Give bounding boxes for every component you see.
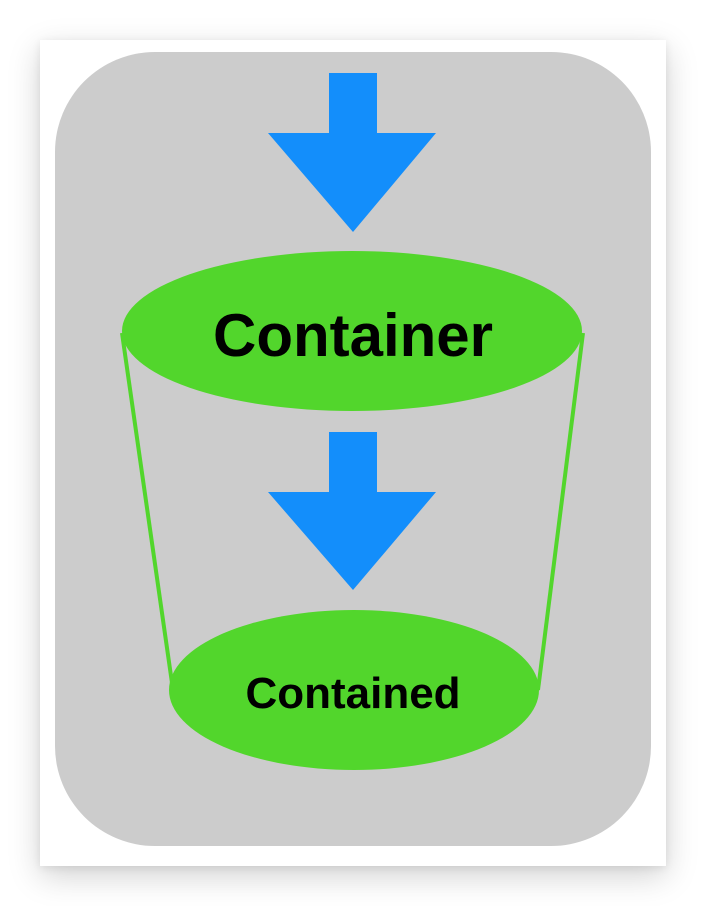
contained-label: Contained (245, 669, 460, 718)
bucket-left-side (120, 332, 175, 691)
down-arrow-middle (268, 432, 436, 590)
container-label: Container (213, 302, 493, 369)
container-node (122, 251, 582, 411)
contained-node (169, 610, 539, 770)
bucket-right-side (536, 332, 585, 691)
down-arrow-top (268, 73, 436, 232)
